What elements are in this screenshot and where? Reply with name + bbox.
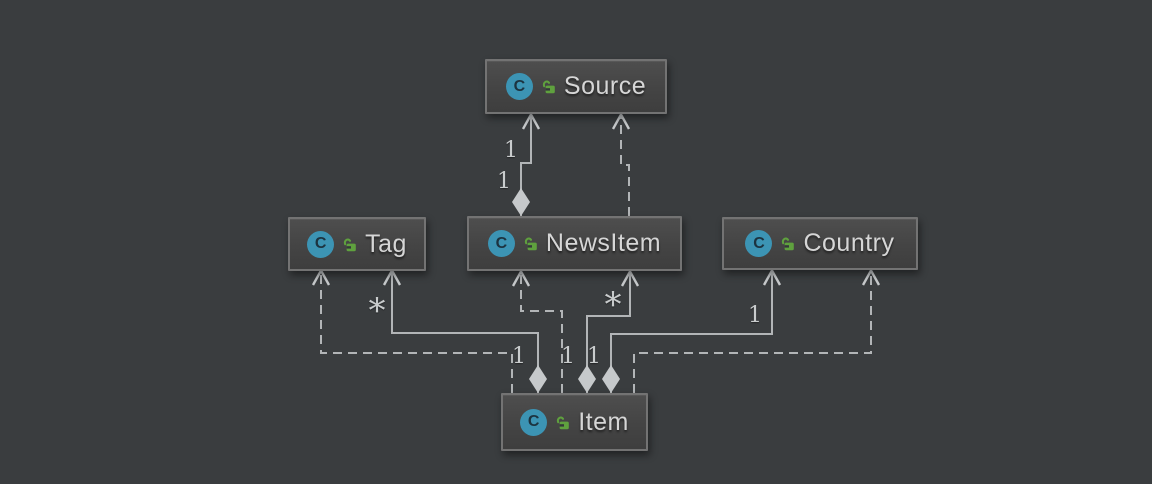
class-name: Country [803, 229, 895, 257]
aggregation-diamond-icon [602, 365, 620, 393]
class-icon: C [745, 230, 773, 257]
aggregation-diamond-icon [578, 365, 596, 393]
aggregation-diamond-icon [529, 365, 547, 393]
open-arrowhead-icon [762, 268, 782, 286]
unlocked-icon [343, 237, 356, 251]
class-icon: C [487, 230, 515, 257]
edge-item-country-dependency[interactable] [633, 270, 872, 393]
class-name: NewsItem [545, 229, 662, 257]
class-icon: C [307, 230, 335, 258]
unlocked-icon [542, 80, 555, 94]
open-arrowhead-icon [620, 269, 640, 287]
unlocked-icon [524, 237, 537, 251]
edge-item-newsitem-dependency[interactable] [520, 271, 563, 393]
multiplicity-label: 1 [748, 303, 762, 328]
edge-item-tag-dependency[interactable] [320, 270, 513, 393]
class-node-country[interactable]: C Country [722, 217, 918, 270]
open-arrowhead-icon [861, 268, 881, 286]
multiplicity-label: 1 [587, 344, 601, 369]
edge-item-tag-aggregation[interactable] [391, 270, 539, 393]
unlocked-icon [782, 237, 795, 251]
multiplicity-label: * [368, 291, 386, 332]
multiplicity-label: * [604, 285, 622, 326]
open-arrowhead-icon [511, 269, 531, 287]
edge-item-country-aggregation[interactable] [610, 270, 773, 393]
edge-item-newsitem-aggregation[interactable] [586, 271, 631, 393]
class-node-source[interactable]: C Source [485, 59, 667, 114]
multiplicity-label: 1 [504, 138, 518, 163]
class-node-item[interactable]: C Item [501, 393, 648, 451]
open-arrowhead-icon [611, 112, 631, 130]
unlocked-icon [557, 415, 569, 429]
aggregation-diamond-icon [512, 188, 530, 216]
multiplicity-label: 1 [512, 344, 526, 369]
multiplicity-label: 1 [561, 344, 575, 369]
multiplicity-label: 1 [497, 169, 511, 194]
open-arrowhead-icon [521, 112, 541, 130]
class-icon: C [505, 73, 533, 100]
class-node-tag[interactable]: C Tag [288, 217, 426, 271]
class-icon: C [520, 408, 548, 436]
class-node-newsitem[interactable]: C NewsItem [467, 216, 682, 271]
class-name: Item [578, 407, 629, 436]
class-name: Source [563, 72, 647, 100]
class-name: Tag [365, 229, 407, 258]
